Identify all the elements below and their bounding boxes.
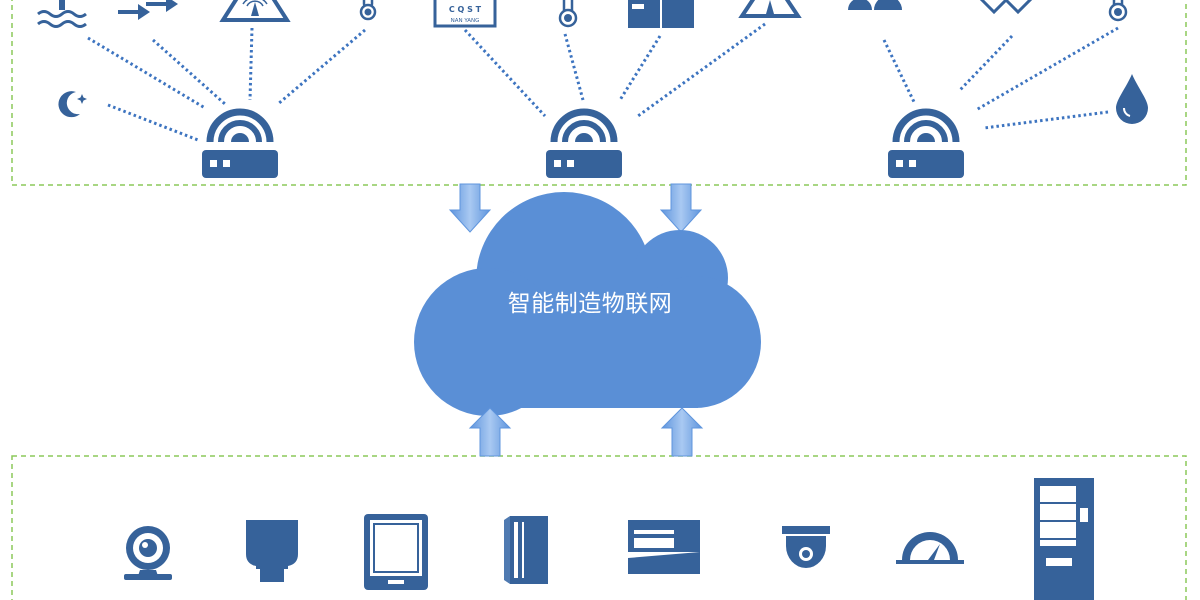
signal-tower-icon xyxy=(219,0,291,22)
dome-camera-icon xyxy=(782,526,830,568)
cloud-shape xyxy=(414,192,761,416)
gauge-icon xyxy=(896,532,964,564)
tablet-icon xyxy=(364,514,428,590)
gateway-center xyxy=(546,108,622,178)
server-icon xyxy=(504,516,548,584)
cabinet-icon xyxy=(628,0,694,28)
thermometer-icon xyxy=(558,0,578,28)
flow-arrows-icon xyxy=(118,0,178,20)
arrow-down-right xyxy=(659,183,703,233)
cloud-label: 智能制造物联网 xyxy=(507,291,673,317)
gateway-right xyxy=(888,108,964,178)
card-reader-icon xyxy=(246,520,298,582)
dotted-links xyxy=(87,22,1119,142)
personnel-icon xyxy=(848,0,902,10)
top-panel-border xyxy=(11,0,1187,186)
meter-line2: NAN YANG xyxy=(451,18,480,24)
vending-machine-icon xyxy=(1034,478,1094,600)
thermometer-icon xyxy=(1108,0,1128,22)
bottom-panel-border xyxy=(11,455,1187,600)
arrow-up-right xyxy=(660,407,704,457)
gateway-left xyxy=(202,108,278,178)
payment-terminal-icon xyxy=(628,520,700,574)
arrow-down-left xyxy=(448,183,492,233)
arrow-up-left xyxy=(468,407,512,457)
water-drop-icon xyxy=(1116,74,1148,124)
meter-line1: C Q S T xyxy=(449,5,482,14)
thermometer-icon xyxy=(359,0,377,21)
link-icon xyxy=(979,0,1033,15)
meter-display-icon xyxy=(433,0,497,28)
water-level-icon xyxy=(37,0,87,28)
webcam-icon xyxy=(124,526,172,580)
warning-tower-icon xyxy=(738,0,802,18)
moon-icon xyxy=(58,91,87,118)
